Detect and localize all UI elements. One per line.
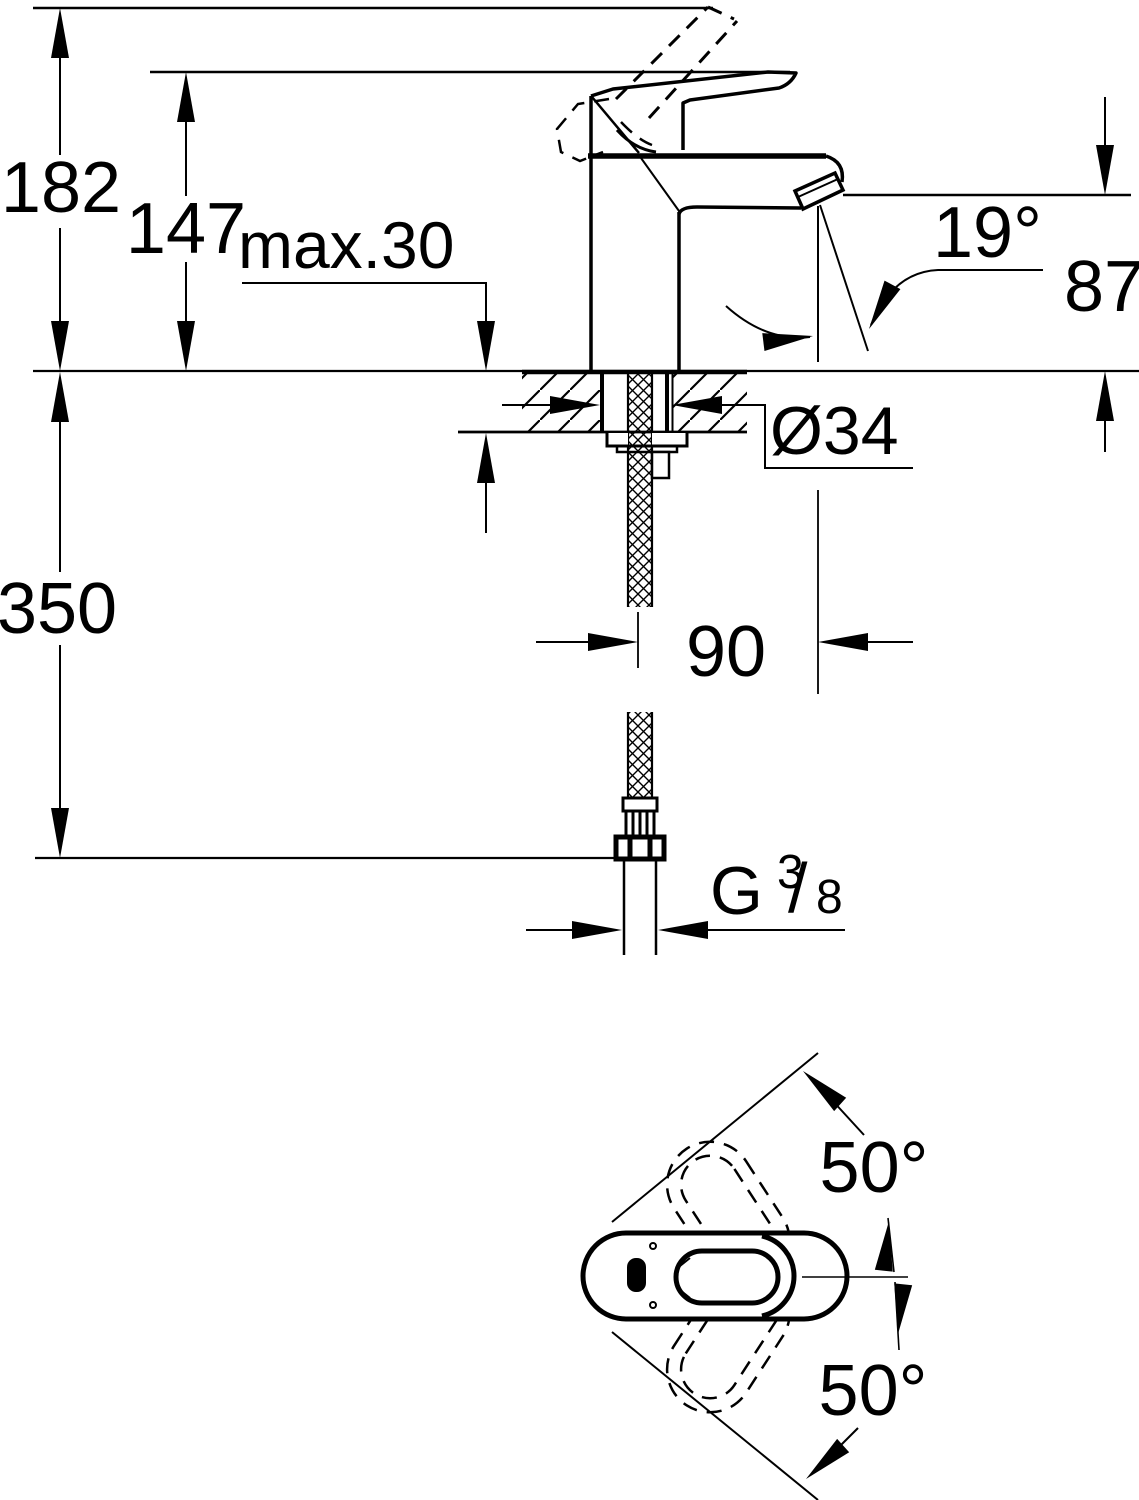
aerator-inner-line <box>797 178 839 198</box>
lever-raised-top <box>614 5 710 101</box>
dim-34-leader <box>720 404 913 469</box>
pivot-dot-bottom <box>649 1301 657 1309</box>
flange-left-fill <box>607 433 628 446</box>
dim-swing-down-label: 50° <box>819 1351 928 1431</box>
dim-147-arrow-top <box>177 72 195 122</box>
hex-nut-facets <box>627 839 653 857</box>
dim-deck-thickness-label: max.30 <box>238 208 454 282</box>
dim-182-arrow-top <box>51 8 69 58</box>
pivot-dot-top <box>649 1242 657 1250</box>
dim-g38-arrow-right <box>658 921 708 939</box>
flange-right-fill <box>652 433 687 446</box>
stream-angled-line <box>819 204 869 352</box>
thread-numerator-label: 3 <box>777 846 804 899</box>
spout-inner-line <box>640 157 680 212</box>
flange-outline <box>605 433 689 448</box>
lever-base-arc <box>615 128 657 154</box>
dim-max30-leader <box>242 282 487 322</box>
angle-line-lower <box>611 1331 819 1500</box>
angle-dim-arrow-bottom <box>889 1283 913 1335</box>
dim-350-arrow-top <box>51 372 69 422</box>
dim-max30-arrow-down <box>477 321 495 371</box>
hose-collar <box>621 796 659 813</box>
lever-raised-cap <box>707 5 735 21</box>
braided-hose-upper <box>628 373 652 607</box>
dim-outlet-height-label: 87 <box>1064 247 1139 327</box>
dim-90-arrow-left <box>588 633 638 651</box>
aerator <box>792 170 846 212</box>
braided-hose-lower <box>628 712 652 798</box>
swivel-arc <box>725 305 811 339</box>
spout-underside <box>677 205 802 215</box>
swivel-arc-arrow <box>762 327 815 352</box>
thread-g-label: G <box>710 853 763 929</box>
thread-slash-label: / <box>788 849 808 927</box>
dim-spout-angle-label: 19° <box>933 193 1042 273</box>
dim-87-arrow-top <box>1096 145 1114 195</box>
dim-hole-diameter-label: Ø34 <box>770 393 899 469</box>
lever-outline <box>590 70 798 150</box>
dim-hose-drop-label: 350 <box>0 569 117 649</box>
angle-arrow-lower <box>799 1438 850 1486</box>
dim-max30-arrow-up <box>477 433 495 483</box>
thread-denominator-label: 8 <box>816 871 843 924</box>
thread-ribs <box>631 811 649 837</box>
lever-raised-knob-arc <box>620 121 653 147</box>
hose-outline <box>626 373 654 798</box>
angle-arrow-upper <box>796 1064 847 1112</box>
dim-outlet-reach-label: 90 <box>686 612 766 692</box>
dim-19-leader <box>870 269 1043 326</box>
dim-87-arrow-bottom <box>1096 371 1114 421</box>
spout-nose-curve <box>825 154 845 183</box>
dim-182-arrow-bottom <box>51 321 69 371</box>
lever-raised-bottom <box>647 19 739 120</box>
dim-19-arrow <box>861 280 901 334</box>
angle-line-upper <box>611 1052 819 1223</box>
dim-147-arrow-bottom <box>177 321 195 371</box>
dim-lever-height-label: 147 <box>126 189 246 269</box>
shank-stub <box>650 450 671 480</box>
dim-90-arrow-right <box>818 633 868 651</box>
dim-overall-height-label: 182 <box>1 148 121 228</box>
handle-end-arc <box>761 1233 797 1319</box>
flange-step <box>615 446 679 454</box>
hex-nut <box>613 834 667 862</box>
lever-raised-knob <box>555 97 610 163</box>
dim-swing-up-label: 50° <box>820 1128 929 1208</box>
slot-tick-marks <box>679 1257 691 1299</box>
connector-tube <box>622 859 658 955</box>
angle-dim-arrow-top <box>874 1220 898 1272</box>
dim-350-arrow-bottom <box>51 808 69 858</box>
lever-slot <box>673 1248 781 1306</box>
mousseur-mark <box>627 1258 646 1292</box>
dim-g38-arrow-left <box>572 921 622 939</box>
